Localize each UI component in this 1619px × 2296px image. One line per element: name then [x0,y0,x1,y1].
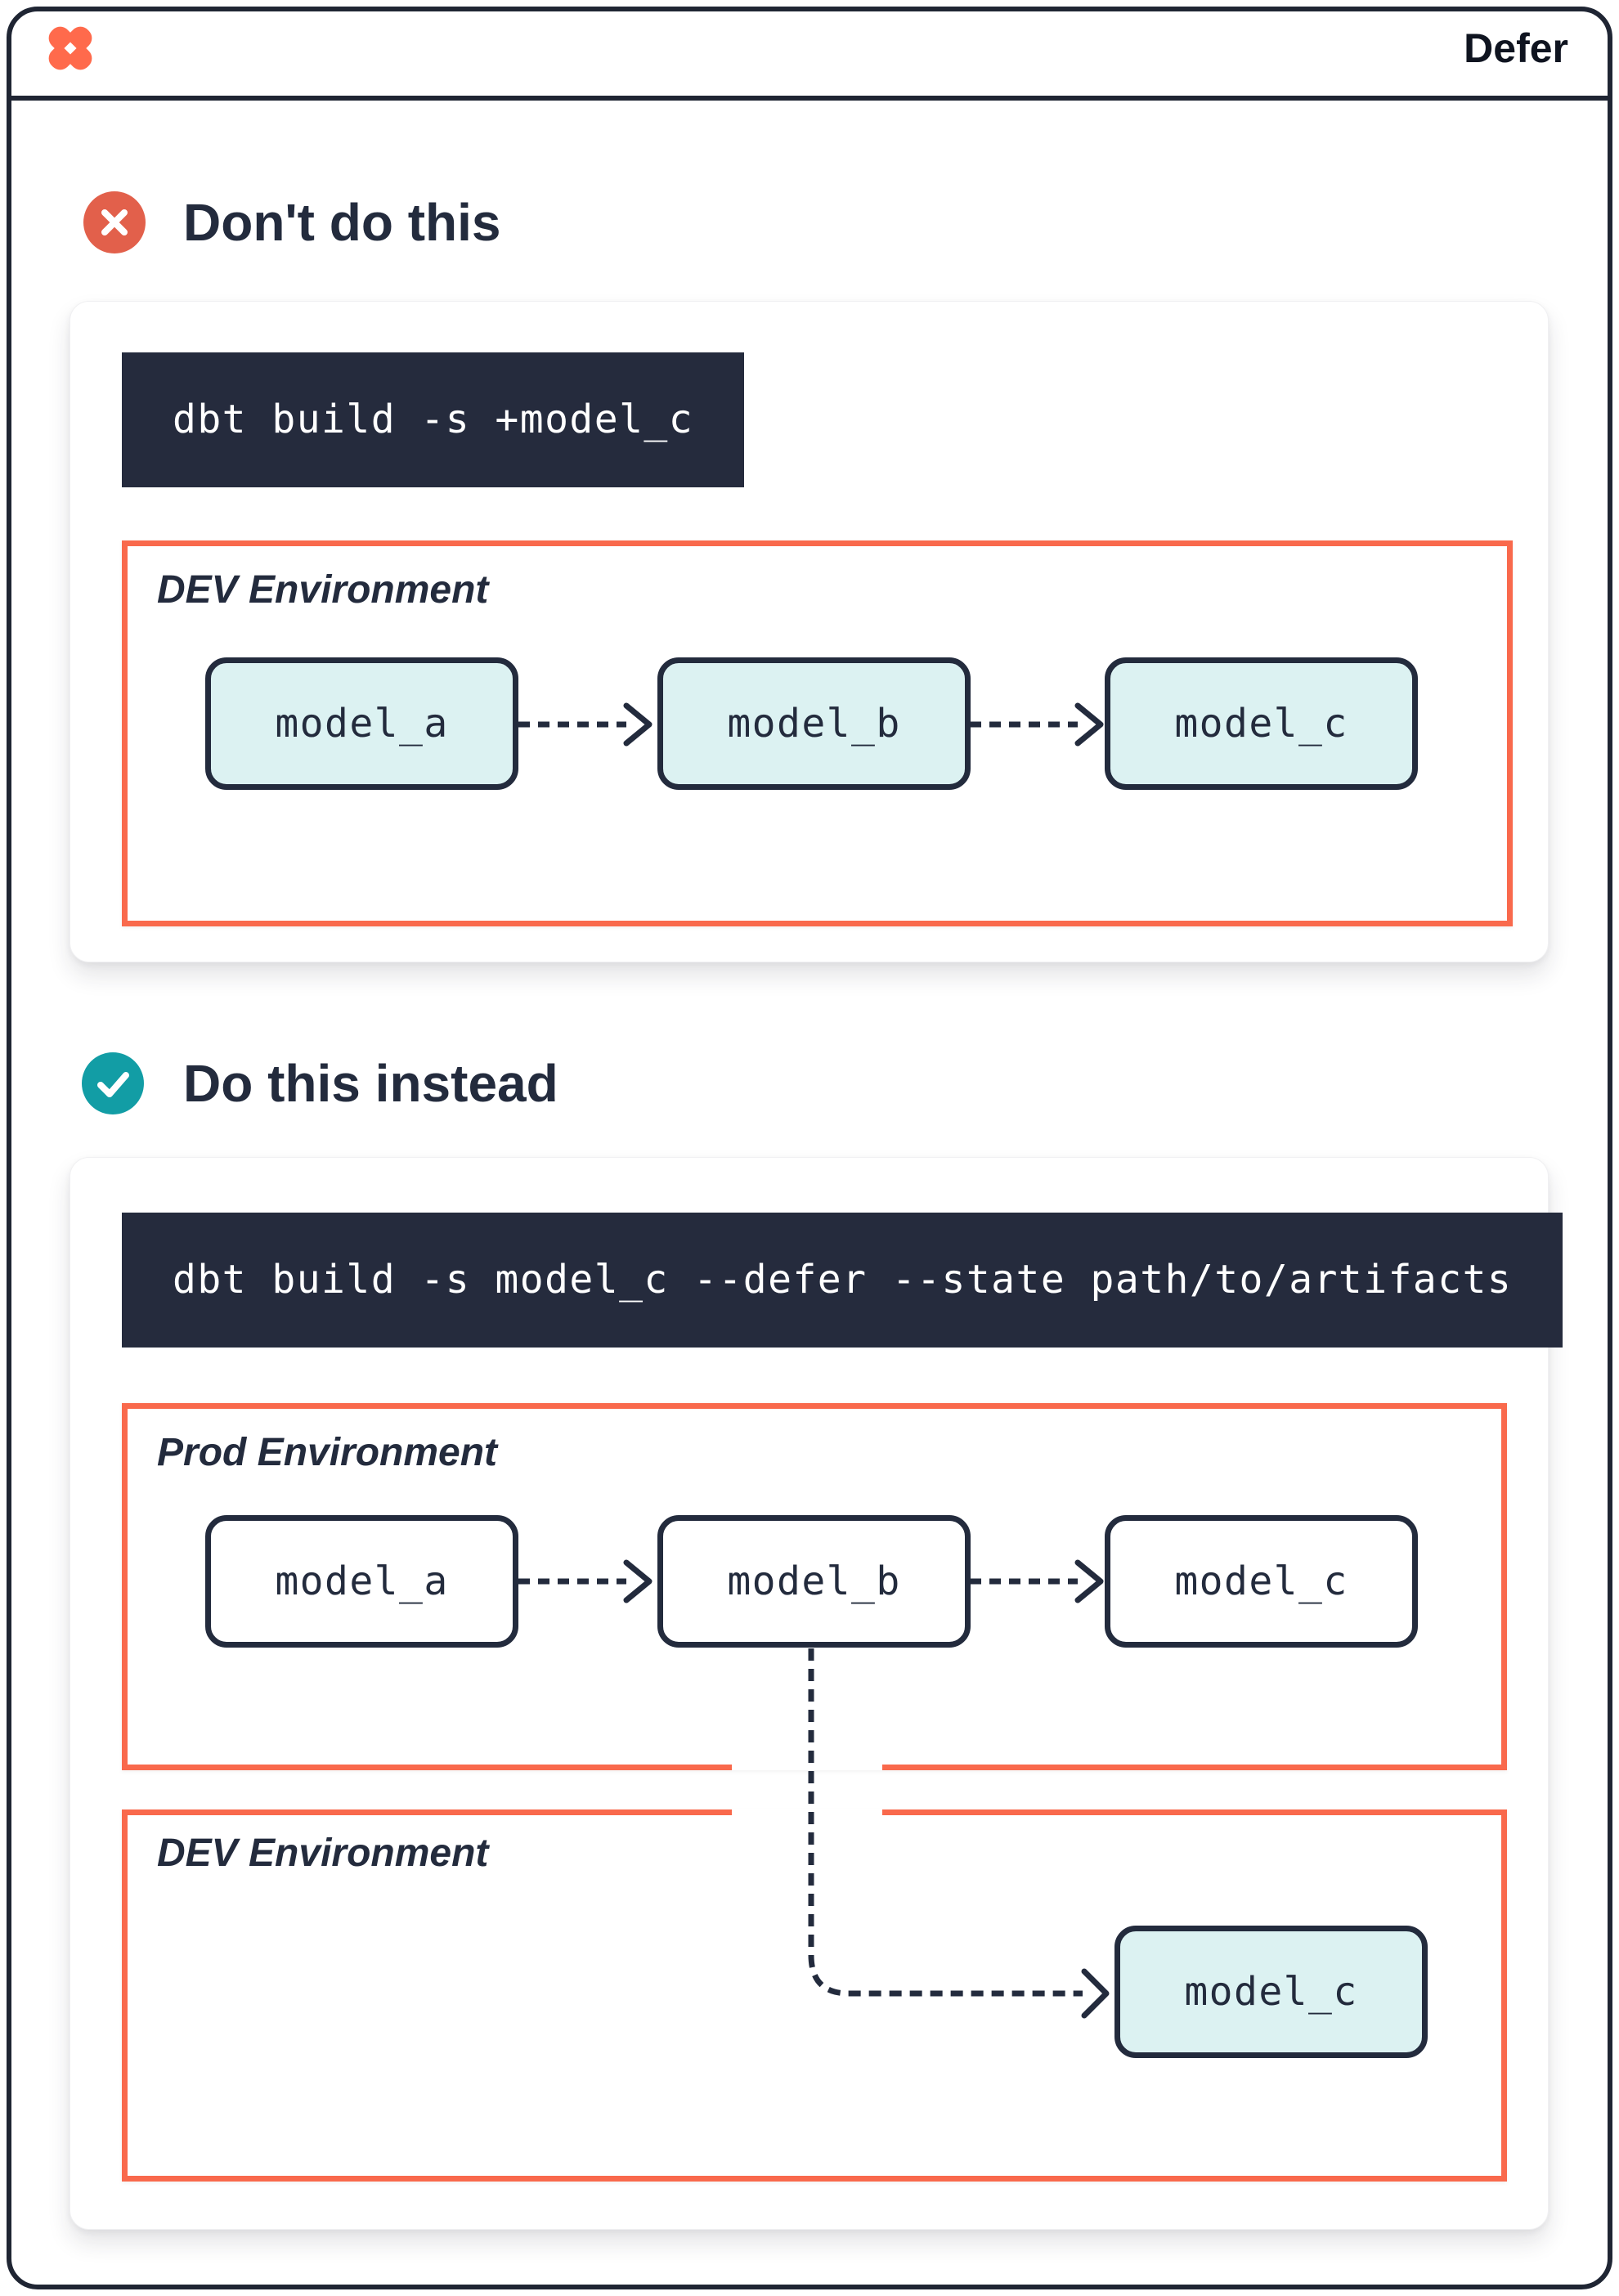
border-segment [882,1809,1507,1815]
check-icon [97,1072,129,1097]
model-name: model_a [275,1558,449,1604]
environment-box-dev-2: DEV Environment model_c [122,1809,1507,2182]
close-icon [101,209,128,235]
model-name: model_c [1174,1558,1348,1604]
model-node: model_a [205,657,518,790]
border-segment [122,1809,732,1815]
success-badge [82,1052,144,1114]
border-segment [882,1765,1507,1770]
model-name: model_b [727,1558,901,1604]
environment-label: DEV Environment [157,568,489,612]
model-node: model_b [657,657,971,790]
environment-label: DEV Environment [157,1832,489,1875]
model-node: model_c [1114,1926,1428,2058]
command-do: dbt build -s model_c --defer --state pat… [122,1213,1563,1348]
environment-box-dev: DEV Environment model_a model_b model_c [122,540,1513,926]
model-name: model_b [727,701,901,747]
environment-label: Prod Environment [157,1431,498,1474]
model-node: model_b [657,1515,971,1648]
model-name: model_c [1184,1969,1358,2015]
model-node: model_c [1105,657,1418,790]
page-title: Defer [1464,25,1568,71]
error-badge [83,191,146,253]
dbt-logo-icon [48,26,92,70]
model-node: model_a [205,1515,518,1648]
model-name: model_c [1174,701,1348,747]
arrow-right-icon [970,702,1104,747]
arrow-right-icon [970,1559,1104,1603]
border-segment [122,1765,732,1770]
do-card: dbt build -s model_c --defer --state pat… [70,1157,1563,2230]
header-divider [11,96,1608,101]
model-name: model_a [275,701,449,747]
environment-box-prod: Prod Environment model_a model_b model_c [122,1403,1507,1770]
arrow-right-icon [518,1559,653,1603]
section-heading-dont: Don't do this [183,193,501,252]
command-dont: dbt build -s +model_c [122,352,745,487]
dont-card: dbt build -s +model_c DEV Environment mo… [70,301,1549,962]
model-node: model_c [1105,1515,1418,1648]
arrow-right-icon [518,702,653,747]
section-heading-do: Do this instead [183,1054,558,1113]
